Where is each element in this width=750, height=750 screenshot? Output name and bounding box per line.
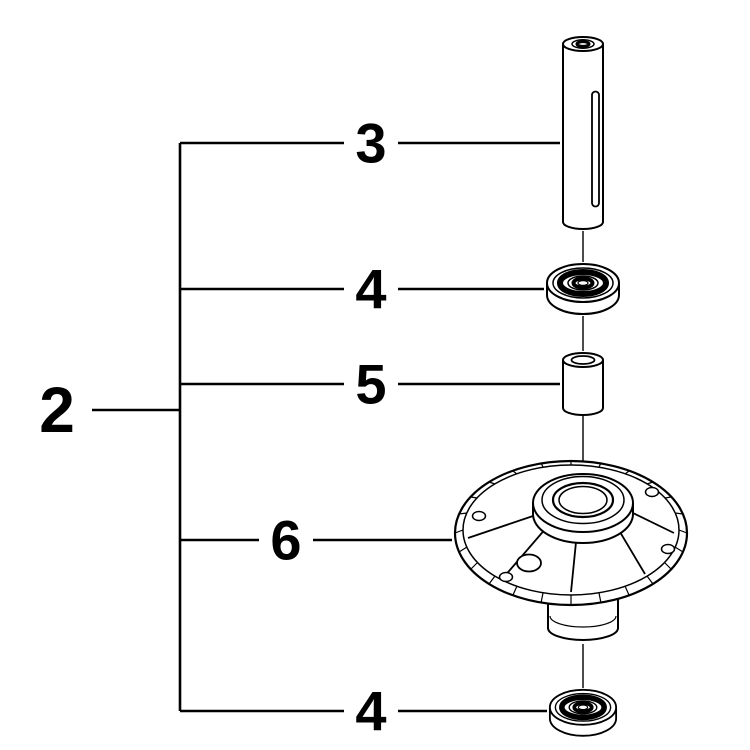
housing-mount-holes — [471, 486, 676, 583]
callout-lines — [92, 141, 560, 713]
part-spacer — [562, 352, 604, 416]
callout-label-bearing-bottom: 4 — [355, 680, 386, 743]
housing-boss-groove — [549, 615, 617, 628]
part-bearing-top — [547, 264, 619, 314]
part-bearing-bottom — [550, 690, 616, 736]
part-shaft — [562, 36, 604, 230]
callout-label-bearing-top: 4 — [355, 258, 386, 321]
shaft-keyway — [591, 90, 600, 208]
housing-ribs — [467, 511, 675, 593]
part-spindle-housing — [453, 459, 689, 641]
callout-label-spacer: 5 — [355, 353, 386, 416]
housing-rim-ticks — [454, 461, 688, 605]
housing-large-hole — [516, 553, 542, 573]
callout-label-shaft: 3 — [355, 112, 386, 175]
callout-label-assembly: 2 — [39, 374, 75, 446]
housing-bore-inner — [558, 485, 608, 515]
callout-label-housing: 6 — [270, 509, 301, 572]
